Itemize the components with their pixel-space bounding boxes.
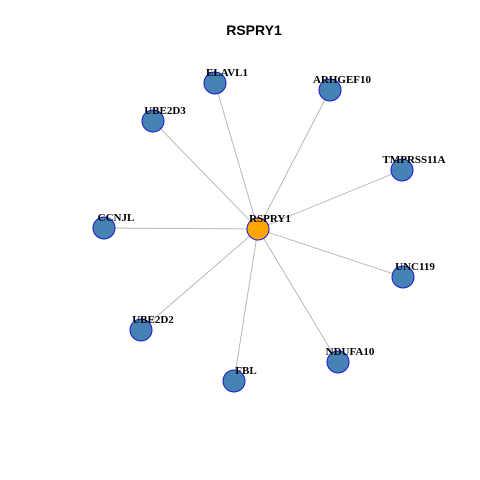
node-ccnjl — [92, 216, 116, 240]
node-label-ccnjl: CCNJL — [98, 212, 135, 224]
edges — [103, 82, 404, 382]
node-label-elavl1: ELAVL1 — [206, 67, 248, 79]
node-label-arhgef10: ARHGEF10 — [313, 74, 372, 86]
node-fbl — [222, 369, 246, 393]
node-label-unc119: UNC119 — [395, 261, 435, 273]
node-ube2d2 — [129, 318, 153, 342]
node-label-ube2d2: UBE2D2 — [132, 314, 174, 326]
node-unc119 — [391, 265, 415, 289]
node-elavl1 — [203, 71, 227, 95]
nodes — [92, 71, 415, 393]
edge-rspry1-ube2d2 — [140, 228, 259, 331]
edge-rspry1-elavl1 — [214, 82, 259, 230]
node-label-tmprss11a: TMPRSS11A — [383, 154, 446, 166]
edge-rspry1-fbl — [233, 228, 259, 382]
node-label-fbl: FBL — [235, 365, 256, 377]
edge-rspry1-tmprss11a — [257, 169, 403, 230]
edge-rspry1-arhgef10 — [257, 89, 331, 230]
edge-rspry1-ube2d3 — [152, 120, 259, 230]
node-label-ube2d3: UBE2D3 — [144, 105, 186, 117]
node-ube2d3 — [141, 109, 165, 133]
node-tmprss11a — [390, 158, 414, 182]
node-rspry1 — [246, 217, 270, 241]
edge-rspry1-unc119 — [257, 228, 404, 278]
node-ndufa10 — [326, 350, 350, 374]
edge-rspry1-ndufa10 — [257, 228, 339, 363]
edge-rspry1-ccnjl — [103, 227, 259, 230]
node-label-rspry1: RSPRY1 — [249, 213, 291, 225]
node-arhgef10 — [318, 78, 342, 102]
node-label-ndufa10: NDUFA10 — [326, 346, 375, 358]
graph-title: RSPRY1 — [226, 22, 282, 38]
